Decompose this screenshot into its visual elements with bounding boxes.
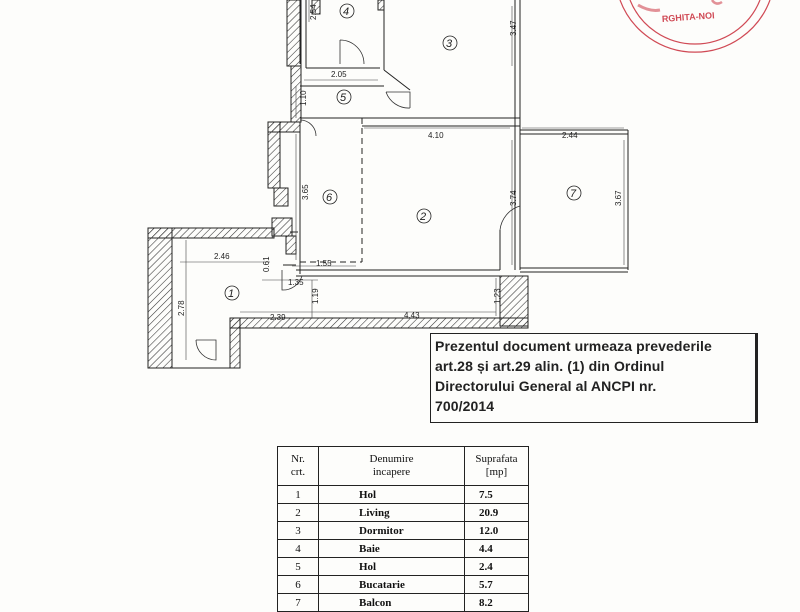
dim-label: 1.55 <box>316 259 332 268</box>
dim-label: 1.35 <box>288 278 304 287</box>
dim-label: 1.23 <box>493 288 502 304</box>
dim-label: 0.61 <box>262 256 271 272</box>
room-number-labels: 1 2 3 4 5 6 7 <box>228 6 577 300</box>
cell-nr: 5 <box>277 557 319 576</box>
dim-label: 2.78 <box>177 300 186 316</box>
cell-area: 8.2 <box>464 593 529 612</box>
cell-name: Baie <box>318 539 465 558</box>
header-text: [mp] <box>485 466 508 478</box>
cell-nr: 2 <box>277 503 319 522</box>
cell-nr: 3 <box>277 521 319 540</box>
notice-line: art.28 și art.29 alin. (1) din Ordinul <box>435 358 665 374</box>
dim-label: 2.05 <box>331 70 347 79</box>
dimension-labels: 2.54 3.47 2.05 1.10 4.10 2.44 3.65 3.74 … <box>177 4 623 322</box>
dim-label: 4.10 <box>428 131 444 140</box>
cell-nr: 4 <box>277 539 319 558</box>
header-area: Suprafata [mp] <box>464 446 529 486</box>
header-nr: Nr. crt. <box>277 446 319 486</box>
notice-line: 700/2014 <box>435 398 495 414</box>
room-number: 7 <box>570 188 577 200</box>
cell-area: 2.4 <box>464 557 529 576</box>
room-number: 6 <box>326 192 333 204</box>
notice-line: Prezentul document urmeaza prevederile <box>435 338 712 354</box>
cell-name: Hol <box>318 485 465 504</box>
dim-label: 3.74 <box>509 190 518 206</box>
table-row: 1 Hol 7.5 <box>277 485 529 504</box>
rooms-table: Nr. crt. Denumire incapere Suprafata [mp… <box>277 446 529 612</box>
dim-label: 2.46 <box>214 252 230 261</box>
dimension-lines <box>180 0 625 360</box>
cell-name: Balcon <box>318 593 465 612</box>
floor-plan: 2.54 3.47 2.05 1.10 4.10 2.44 3.65 3.74 … <box>147 0 771 369</box>
header-text: Suprafata <box>475 453 518 465</box>
room-number: 3 <box>446 38 453 50</box>
cell-name: Living <box>318 503 465 522</box>
cell-area: 5.7 <box>464 575 529 594</box>
room-number: 2 <box>419 211 426 223</box>
room-number: 5 <box>340 92 347 104</box>
dim-label: 3.47 <box>509 20 518 36</box>
notary-stamp: RGHITA-NOI <box>619 0 771 53</box>
header-text: incapere <box>372 466 411 478</box>
cell-name: Dormitor <box>318 521 465 540</box>
table-row: 6 Bucatarie 5.7 <box>277 575 529 594</box>
table-row: 7 Balcon 8.2 <box>277 593 529 612</box>
dim-label: 3.65 <box>301 184 310 200</box>
cell-nr: 1 <box>277 485 319 504</box>
cell-nr: 6 <box>277 575 319 594</box>
dim-label: 3.67 <box>614 190 623 206</box>
header-text: Nr. <box>291 453 305 465</box>
table-header-row: Nr. crt. Denumire incapere Suprafata [mp… <box>277 446 529 486</box>
cell-name: Hol <box>318 557 465 576</box>
room-number: 1 <box>228 288 234 300</box>
header-name: Denumire incapere <box>318 446 465 486</box>
plan-walls <box>147 0 529 369</box>
cell-area: 20.9 <box>464 503 529 522</box>
cell-area: 4.4 <box>464 539 529 558</box>
header-text: crt. <box>290 466 306 478</box>
door-swings <box>195 39 521 361</box>
plan-lines <box>171 0 629 369</box>
cell-area: 12.0 <box>464 521 529 540</box>
table-row: 5 Hol 2.4 <box>277 557 529 576</box>
dim-label: 1.10 <box>299 90 308 106</box>
cell-area: 7.5 <box>464 485 529 504</box>
legal-notice-box: Prezentul document urmeaza prevederile a… <box>430 333 758 423</box>
table-row: 2 Living 20.9 <box>277 503 529 522</box>
dim-label: 2.39 <box>270 313 286 322</box>
header-text: Denumire <box>369 453 414 465</box>
dim-label: 2.54 <box>309 4 318 20</box>
notice-line: Directorului General al ANCPI nr. <box>435 378 657 394</box>
dim-label: 1.19 <box>311 288 320 304</box>
dim-label: 2.44 <box>562 131 578 140</box>
table-row: 3 Dormitor 12.0 <box>277 521 529 540</box>
room-markers <box>224 3 582 301</box>
dim-label: 4.43 <box>404 311 420 320</box>
cell-name: Bucatarie <box>318 575 465 594</box>
cell-nr: 7 <box>277 593 319 612</box>
room-number: 4 <box>343 6 349 18</box>
stamp-text: RGHITA-NOI <box>662 10 715 24</box>
table-row: 4 Baie 4.4 <box>277 539 529 558</box>
